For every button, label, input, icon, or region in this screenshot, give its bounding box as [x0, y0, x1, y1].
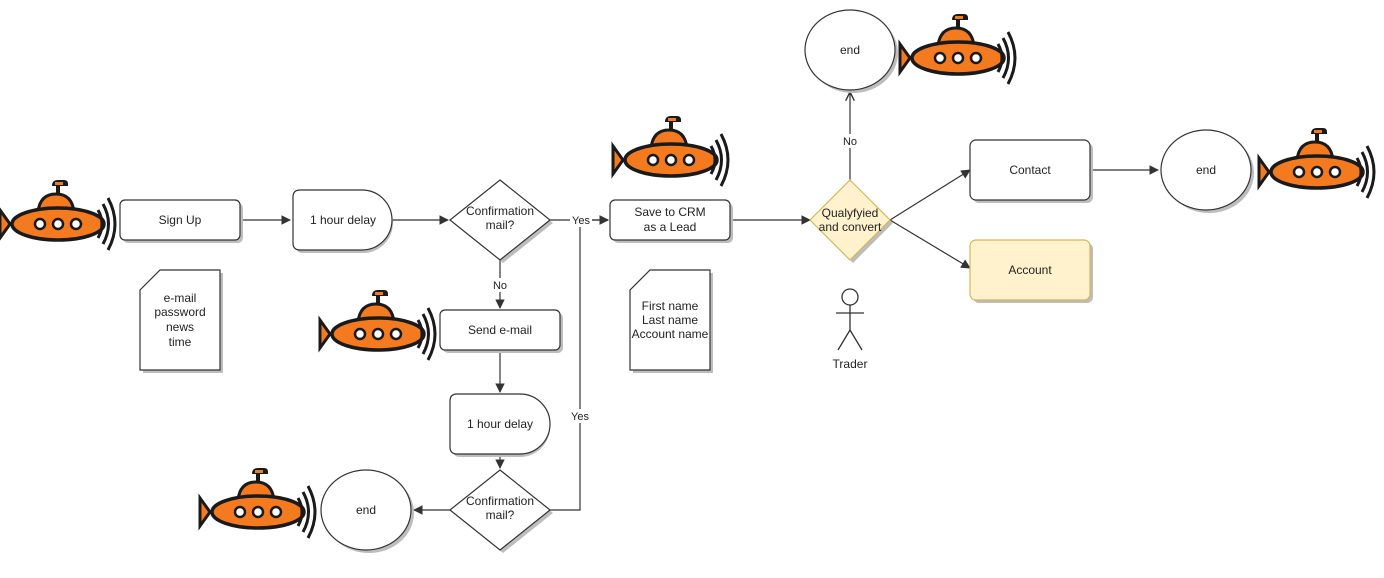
label-confirm2-yes: Yes — [571, 411, 589, 423]
node-sign-up[interactable]: Sign Up — [119, 199, 243, 243]
submarine-icon — [898, 12, 1017, 86]
node-account-label: Account — [1008, 263, 1052, 277]
actor-trader-label: Trader — [833, 357, 868, 371]
node-delay-2-label: 1 hour delay — [467, 417, 533, 431]
node-contact-label: Contact — [1009, 163, 1051, 177]
submarine-icon — [198, 466, 317, 540]
node-delay-1[interactable]: 1 hour delay — [292, 189, 393, 253]
node-end-bottom[interactable]: end — [320, 469, 414, 553]
node-save-crm-line2: as a Lead — [644, 220, 697, 234]
note-lead-line3: Account name — [632, 327, 709, 341]
note-signup-line3: news — [166, 320, 194, 334]
node-send-email-label: Send e-mail — [468, 323, 532, 337]
note-signup-line4: time — [169, 335, 192, 349]
node-end-right-label: end — [1196, 163, 1216, 177]
node-send-email[interactable]: Send e-mail — [439, 309, 563, 353]
edge-labels: Yes No Yes No — [491, 134, 859, 423]
node-confirm-1-line2: mail? — [486, 218, 515, 232]
note-lead-fields: First name Last name Account name — [629, 269, 713, 373]
node-confirm-1[interactable]: Confirmation mail? — [449, 179, 553, 263]
label-confirm1-no: No — [493, 280, 507, 292]
person-icon — [836, 288, 864, 351]
submarine-icon — [1257, 126, 1376, 200]
node-confirm-2-line1: Confirmation — [466, 494, 534, 508]
node-contact[interactable]: Contact — [969, 139, 1093, 203]
node-end-top[interactable]: end — [804, 9, 898, 93]
node-account[interactable]: Account — [969, 239, 1093, 303]
node-save-crm[interactable]: Save to CRM as a Lead — [609, 199, 733, 243]
node-save-crm-line1: Save to CRM — [634, 205, 705, 219]
edge-qualify-contact — [889, 169, 971, 221]
node-qualify[interactable]: Qualyfyied and convert — [809, 179, 893, 263]
node-sign-up-label: Sign Up — [159, 213, 202, 227]
node-confirm-2[interactable]: Confirmation mail? — [449, 469, 553, 553]
note-signup-line1: e-mail — [164, 291, 197, 305]
node-end-top-label: end — [840, 43, 860, 57]
node-confirm-2-line2: mail? — [486, 508, 515, 522]
submarine-icon — [611, 114, 730, 188]
note-lead-line1: First name — [642, 299, 699, 313]
label-confirm1-yes: Yes — [572, 215, 590, 227]
note-signup-fields: e-mail password news time — [139, 269, 223, 373]
note-signup-line2: password — [154, 305, 205, 319]
submarine-icon — [0, 178, 117, 252]
node-qualify-line1: Qualyfyied — [822, 206, 879, 220]
node-end-bottom-label: end — [356, 503, 376, 517]
node-end-right[interactable]: end — [1160, 129, 1254, 213]
node-qualify-line2: and convert — [819, 220, 882, 234]
submarine-icon — [318, 288, 437, 362]
node-delay-2[interactable]: 1 hour delay — [449, 393, 551, 457]
edge-confirm2-save — [550, 215, 609, 511]
actor-trader[interactable]: Trader — [833, 288, 868, 371]
label-qualify-no: No — [843, 136, 857, 148]
note-lead-line2: Last name — [642, 313, 698, 327]
node-delay-1-label: 1 hour delay — [310, 213, 376, 227]
node-confirm-1-line1: Confirmation — [466, 204, 534, 218]
edge-qualify-account — [889, 219, 971, 269]
